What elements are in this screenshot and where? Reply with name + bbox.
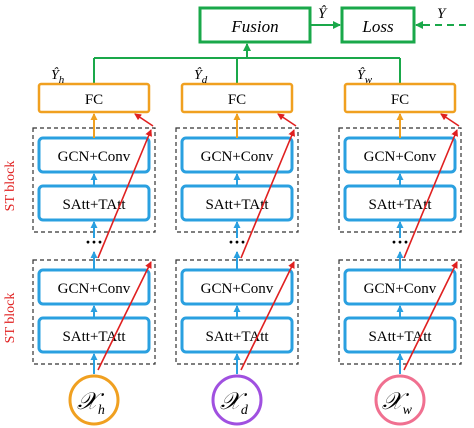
residual-arrow-lower-d bbox=[240, 261, 295, 371]
gcn-conv-label-upper-w: GCN+Conv bbox=[364, 149, 437, 165]
satt-tatt-label-lower-h: SAtt+TAtt bbox=[62, 329, 126, 345]
fusion-box bbox=[198, 6, 312, 44]
input-circle-h bbox=[68, 374, 120, 426]
gcn-conv-label-lower-d: GCN+Conv bbox=[201, 281, 274, 297]
gcn-conv-label-upper-h: GCN+Conv bbox=[58, 149, 131, 165]
residual-arrow-fc-w bbox=[440, 113, 460, 127]
input-circle-d bbox=[211, 374, 263, 426]
fusion-label: Fusion bbox=[230, 17, 278, 36]
residual-arrow-upper-d bbox=[240, 129, 295, 259]
satt-tatt-label-upper-w: SAtt+TAtt bbox=[368, 197, 432, 213]
ellipsis-w: ··· bbox=[391, 232, 409, 252]
residual-arrow-upper-w bbox=[403, 129, 458, 259]
satt-tatt-label-upper-h: SAtt+TAtt bbox=[62, 197, 126, 213]
ellipsis-h: ··· bbox=[85, 232, 103, 252]
loss-label: Loss bbox=[361, 17, 394, 36]
input-circle-w bbox=[374, 374, 426, 426]
y-label: Y bbox=[437, 6, 447, 22]
satt-tatt-label-lower-d: SAtt+TAtt bbox=[205, 329, 269, 345]
residual-arrow-fc-h bbox=[134, 113, 154, 127]
fc-box-w bbox=[343, 82, 457, 114]
satt-tatt-label-lower-w: SAtt+TAtt bbox=[368, 329, 432, 345]
column-w: FCŶwGCN+ConvSAtt+TAttGCN+ConvSAtt+TAtt··… bbox=[338, 66, 462, 426]
fc-label-h: FC bbox=[85, 92, 103, 108]
st-block-label-top: ST block bbox=[3, 161, 18, 212]
st-block-label-bottom: ST block bbox=[3, 293, 18, 344]
residual-arrow-lower-h bbox=[97, 261, 152, 371]
residual-arrow-lower-w bbox=[403, 261, 458, 371]
fc-box-h bbox=[37, 82, 151, 114]
loss-box bbox=[340, 6, 416, 44]
column-d: FCŶdGCN+ConvSAtt+TAttGCN+ConvSAtt+TAtt··… bbox=[175, 66, 299, 426]
satt-tatt-label-upper-d: SAtt+TAtt bbox=[205, 197, 269, 213]
yhat-label: Ŷ bbox=[318, 5, 328, 22]
gcn-conv-label-lower-h: GCN+Conv bbox=[58, 281, 131, 297]
residual-arrow-upper-h bbox=[97, 129, 152, 259]
column-h: FCŶhGCN+ConvSAtt+TAttGCN+ConvSAtt+TAtt··… bbox=[32, 66, 156, 426]
fc-box-d bbox=[180, 82, 294, 114]
fc-label-d: FC bbox=[228, 92, 246, 108]
gcn-conv-label-upper-d: GCN+Conv bbox=[201, 149, 274, 165]
ellipsis-d: ··· bbox=[228, 232, 246, 252]
fc-label-w: FC bbox=[391, 92, 409, 108]
gcn-conv-label-lower-w: GCN+Conv bbox=[364, 281, 437, 297]
residual-arrow-fc-d bbox=[277, 113, 297, 127]
